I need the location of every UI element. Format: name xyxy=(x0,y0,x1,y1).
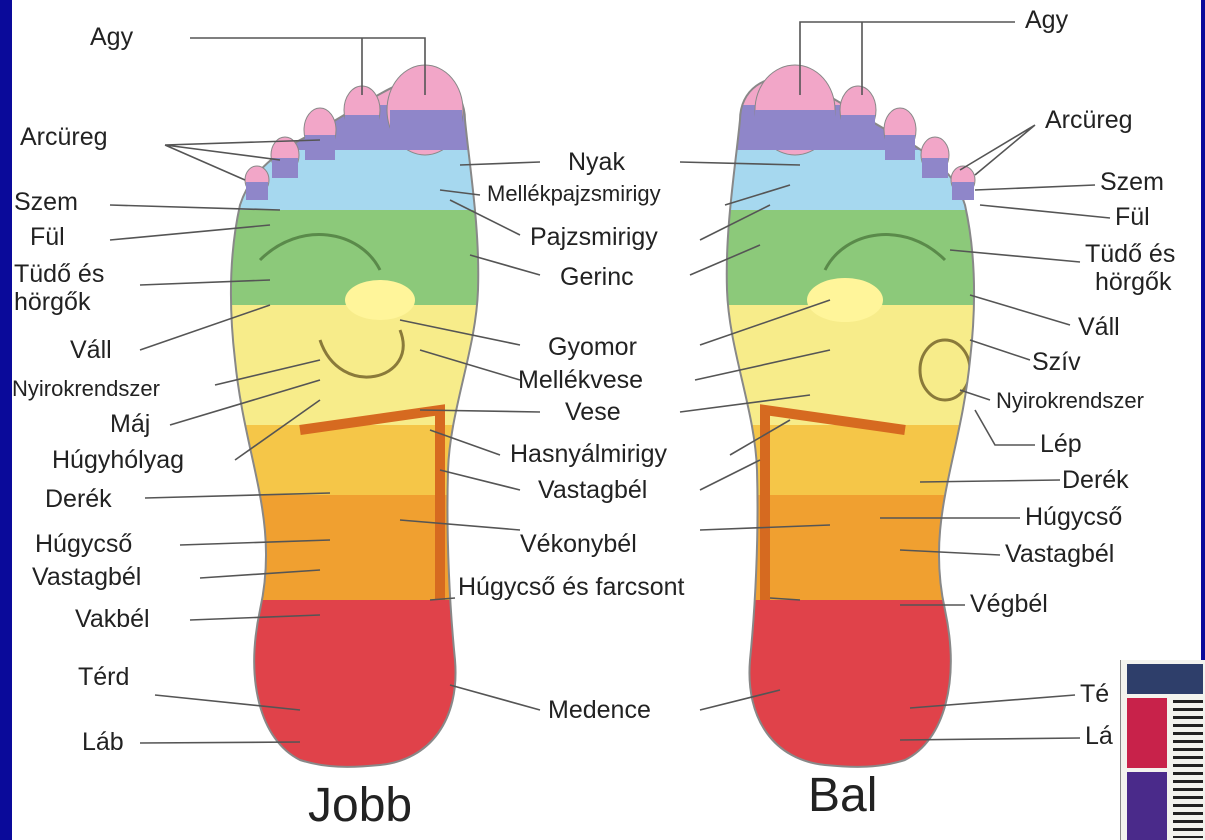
label-szem-left: Szem xyxy=(14,190,78,215)
label-hasnyal: Hasnyálmirigy xyxy=(510,442,667,467)
toe-4-sinus-right xyxy=(272,158,298,178)
thumbnail-hand-image-1 xyxy=(1127,698,1167,768)
label-tudo-right-2: hörgők xyxy=(1095,270,1171,295)
leader-sziv-right xyxy=(970,340,1030,360)
label-lab-left: Láb xyxy=(82,730,124,755)
label-vekonybel: Vékonybél xyxy=(520,532,637,557)
thumbnail-text-block xyxy=(1173,700,1203,838)
label-terd-left: Térd xyxy=(78,665,129,690)
label-ful-right: Fül xyxy=(1115,205,1150,230)
label-lab-right: Lá xyxy=(1085,724,1113,749)
label-mellekpajzs: Mellékpajzsmirigy xyxy=(487,183,661,205)
toe-5-sinus-left xyxy=(952,182,974,200)
pelvis-zone-right xyxy=(220,600,500,780)
label-arcureg-left: Arcüreg xyxy=(20,125,108,150)
leader-ful-right xyxy=(980,205,1110,218)
thumbnail-header xyxy=(1127,664,1203,694)
label-gerinc: Gerinc xyxy=(560,265,634,290)
leader-lab-left xyxy=(140,742,300,743)
label-maj-left: Máj xyxy=(110,412,150,437)
label-nyak: Nyak xyxy=(568,150,625,175)
big-toe-sinus-left xyxy=(755,110,835,150)
label-tudo-left-2: hörgők xyxy=(14,290,90,315)
label-vall-right: Váll xyxy=(1078,315,1120,340)
kidney-zone-right xyxy=(220,425,500,495)
toe-2-sinus-left xyxy=(841,115,875,143)
label-sziv-right: Szív xyxy=(1032,350,1081,375)
intestine-zone-left xyxy=(700,495,990,605)
stomach-zone-right xyxy=(220,305,500,425)
hand-chart-thumbnail xyxy=(1120,660,1205,840)
leader-agy-left xyxy=(190,38,425,95)
label-derek-right: Derék xyxy=(1062,468,1129,493)
label-pajzs: Pajzsmirigy xyxy=(530,225,658,250)
label-gyomor: Gyomor xyxy=(548,335,637,360)
label-arcureg-right: Arcüreg xyxy=(1045,108,1133,133)
label-terd-right: Té xyxy=(1080,682,1109,707)
label-szem-right: Szem xyxy=(1100,170,1164,195)
big-toe-sinus-right xyxy=(390,110,462,150)
label-vall-left: Váll xyxy=(70,338,112,363)
toe-2-sinus-right xyxy=(345,115,379,143)
label-vastagbel-left: Vastagbél xyxy=(32,565,141,590)
thumbnail-hand-image-2 xyxy=(1127,772,1167,840)
label-vegbel-right: Végbél xyxy=(970,592,1048,617)
label-agy-right: Agy xyxy=(1025,8,1068,33)
label-tudo-right-1: Tüdő és xyxy=(1085,242,1175,267)
title-bal: Bal xyxy=(808,772,877,820)
stomach-organ-left xyxy=(807,278,883,322)
stomach-zone-left xyxy=(700,305,990,425)
label-ful-left: Fül xyxy=(30,225,65,250)
label-hugyholyag-left: Húgyhólyag xyxy=(52,448,184,473)
toe-3-sinus-right xyxy=(305,135,335,160)
label-vastagbel-right: Vastagbél xyxy=(1005,542,1114,567)
toe-5-sinus-right xyxy=(246,182,268,200)
label-lep-right: Lép xyxy=(1040,432,1082,457)
label-mellekvese: Mellékvese xyxy=(518,368,643,393)
label-hugycso-left: Húgycső xyxy=(35,532,132,557)
label-vastagbel-center: Vastagbél xyxy=(538,478,647,503)
leader-lep-right xyxy=(975,410,1035,445)
leader-szem-right xyxy=(975,185,1095,190)
label-derek-left: Derék xyxy=(45,487,112,512)
label-vakbel-left: Vakbél xyxy=(75,607,150,632)
toe-3-sinus-left xyxy=(885,135,915,160)
title-jobb: Jobb xyxy=(308,782,412,830)
label-medence: Medence xyxy=(548,698,651,723)
label-nyirok-left: Nyirokrendszer xyxy=(12,378,160,400)
label-agy-left: Agy xyxy=(90,25,133,50)
label-tudo-left-1: Tüdő és xyxy=(14,262,104,287)
pelvis-zone-left xyxy=(700,600,990,780)
leader-arcureg-right xyxy=(960,125,1035,175)
label-farcsont: Húgycső és farcsont xyxy=(458,575,685,600)
leader-agy-right xyxy=(800,22,1015,95)
label-hugycso-right: Húgycső xyxy=(1025,505,1122,530)
toe-4-sinus-left xyxy=(922,158,948,178)
leader-vall-right xyxy=(970,295,1070,325)
label-nyirok-right: Nyirokrendszer xyxy=(996,390,1144,412)
stomach-organ-right xyxy=(345,280,415,320)
label-vese: Vese xyxy=(565,400,621,425)
